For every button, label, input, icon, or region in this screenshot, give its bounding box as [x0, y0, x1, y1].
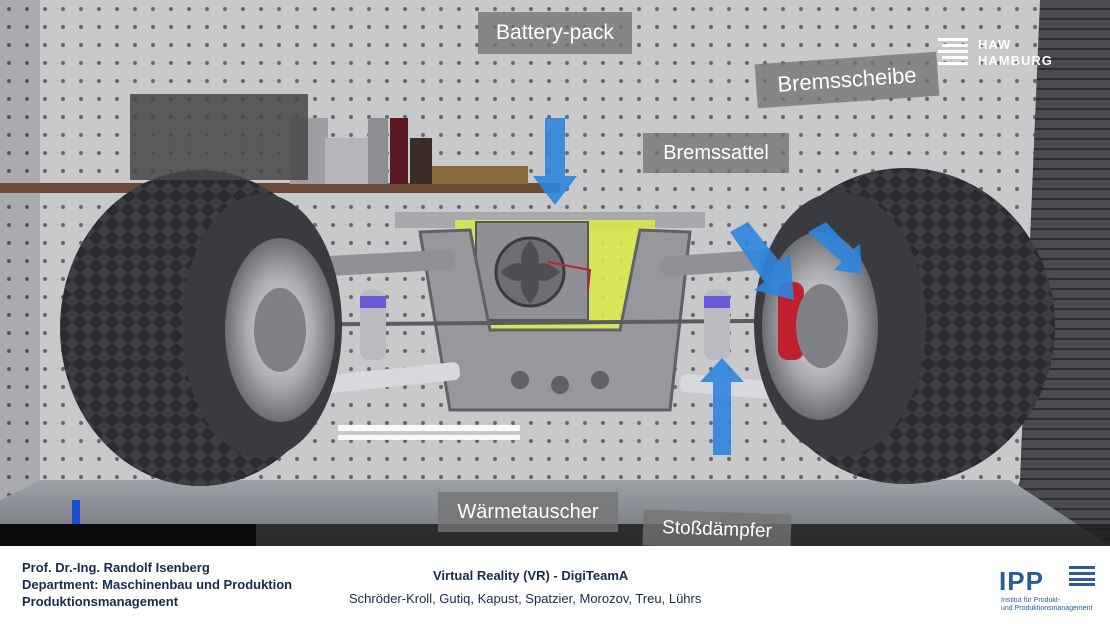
ipp-stripes-icon	[1069, 566, 1095, 586]
department-name: Department: Maschinenbau und Produktion	[22, 577, 293, 592]
author-list: Schröder-Kroll, Gutiq, Kapust, Spatzier,…	[349, 591, 702, 606]
ipp-logo-line2: und Produktionsmanagement	[1001, 605, 1093, 612]
waermetauscher-label: Wärmetauscher	[438, 492, 618, 532]
ipp-logo: IPP Institut für Produkt- und Produktion…	[995, 562, 1099, 618]
ipp-logo-abbr: IPP	[999, 566, 1044, 596]
ipp-logo-line1: Institut für Produkt-	[1001, 597, 1061, 604]
haw-logo-line2: HAMBURG	[978, 53, 1053, 68]
vr-scene: Battery-pack Bremsscheibe Bremssattel Wä…	[0, 0, 1110, 546]
vr-scene-render	[0, 0, 1110, 546]
haw-hamburg-logo: HAW HAMBURG	[938, 36, 1068, 72]
stossdaempfer-label: Stoßdämpfer	[642, 509, 792, 546]
presenter-name: Prof. Dr.-Ing. Randolf Isenberg	[22, 560, 210, 575]
bremssattel-label: Bremssattel	[643, 133, 789, 173]
division-name: Produktionsmanagement	[22, 594, 179, 609]
haw-logo-line1: HAW	[978, 37, 1012, 52]
info-panel	[130, 94, 308, 180]
slide-footer: Prof. Dr.-Ing. Randolf Isenberg Departme…	[0, 546, 1110, 624]
haw-logo-icon	[938, 38, 968, 65]
project-title: Virtual Reality (VR) - DigiTeamA	[433, 568, 629, 583]
battery-pack-label: Battery-pack	[478, 12, 632, 54]
